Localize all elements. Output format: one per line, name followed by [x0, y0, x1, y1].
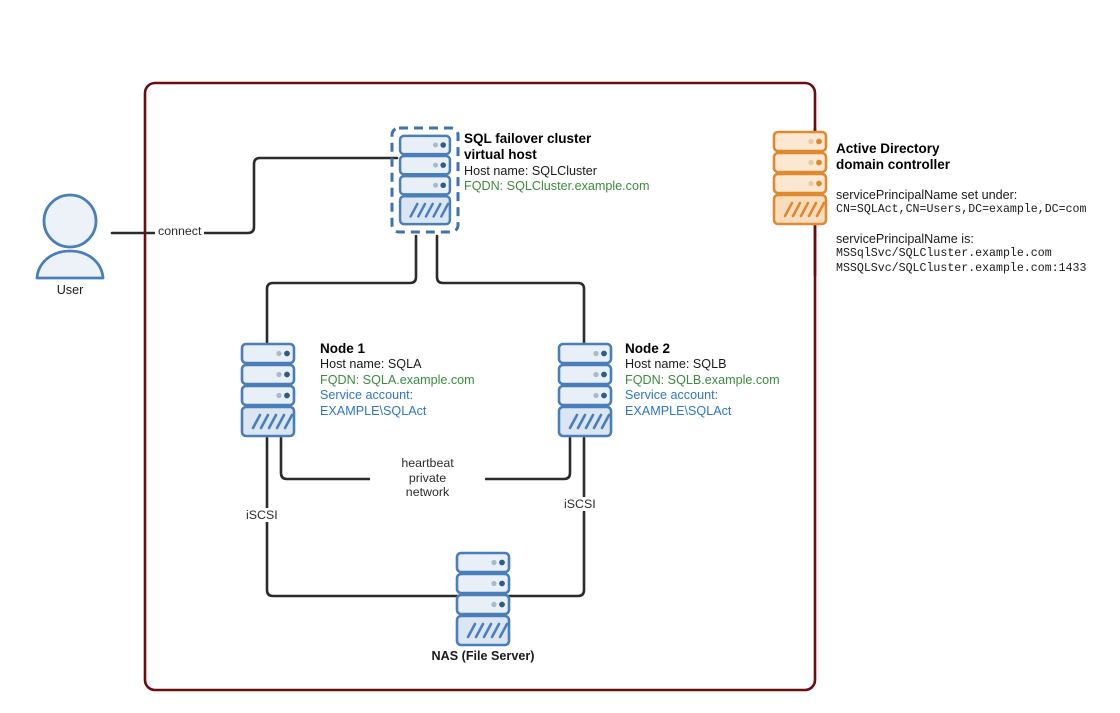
node2-title: Node 2 — [625, 341, 671, 356]
node1-title: Node 1 — [320, 341, 366, 356]
node2-service-account-value: EXAMPLE\SQLAct — [625, 403, 732, 418]
ad-spn-set-under-value: CN=SQLAct,CN=Users,DC=example,DC=com — [836, 203, 1087, 217]
node1-server-icon — [240, 342, 296, 438]
edge-vhost-to-node1 — [265, 234, 418, 357]
edge-label-connect: connect — [155, 224, 205, 238]
virtual-host-fqdn: FQDN: SQLCluster.example.com — [464, 179, 650, 194]
virtual-host-title-line1: SQL failover cluster — [464, 131, 592, 146]
edge-iscsi-node2-nas — [498, 436, 586, 598]
ad-spn-set-under-label: servicePrincipalName set under: — [836, 188, 1018, 202]
ad-spn-under-block: servicePrincipalName set under: CN=SQLAc… — [836, 188, 1086, 218]
heartbeat-line3: network — [405, 485, 450, 500]
nas-server-icon — [455, 551, 511, 647]
virtual-host-dashed-box — [390, 126, 460, 234]
edge-label-heartbeat: heartbeat private network — [370, 456, 485, 500]
ad-title-line2: domain controller — [836, 157, 951, 173]
active-directory-server-icon — [772, 130, 828, 226]
user-icon — [35, 193, 105, 280]
node1-service-account-value: EXAMPLE\SQLAct — [320, 403, 427, 418]
ad-spn-is-block: servicePrincipalName is: MSSqlSvc/SQLClu… — [836, 232, 1086, 276]
heartbeat-line1: heartbeat — [401, 456, 454, 470]
active-directory-labels: Active Directory domain controller — [836, 141, 950, 174]
ad-spn-is-label: servicePrincipalName is: — [836, 232, 974, 246]
node2-server-icon — [557, 342, 613, 438]
nas-caption: NAS (File Server) — [431, 649, 535, 663]
edge-user-to-vhost — [110, 156, 399, 235]
heartbeat-line2: private — [370, 470, 485, 486]
virtual-host-title-line2: virtual host — [464, 147, 537, 163]
virtual-host-labels: SQL failover cluster virtual host Host n… — [464, 131, 649, 195]
node1-labels: Node 1 Host name: SQLA FQDN: SQLA.exampl… — [320, 341, 475, 419]
ad-spn-value-1: MSSqlSvc/SQLCluster.example.com — [836, 247, 1052, 261]
ad-title-line1: Active Directory — [836, 141, 940, 156]
node1-service-account-label: Service account: — [320, 388, 414, 403]
node2-service-account-label: Service account: — [625, 388, 719, 403]
node2-fqdn: FQDN: SQLB.example.com — [625, 372, 780, 387]
node2-hostname: Host name: SQLB — [625, 357, 727, 372]
virtual-host-hostname: Host name: SQLCluster — [464, 163, 597, 178]
ad-spn-value-2: MSSQLSvc/SQLCluster.example.com:1433 — [836, 261, 1087, 275]
virtual-host-server-icon — [398, 134, 452, 226]
node2-labels: Node 2 Host name: SQLB FQDN: SQLB.exampl… — [625, 341, 780, 419]
edge-vhost-to-node2 — [435, 234, 586, 357]
user-caption: User — [56, 283, 84, 297]
node1-hostname: Host name: SQLA — [320, 357, 422, 372]
node1-fqdn: FQDN: SQLA.example.com — [320, 372, 475, 387]
edge-label-iscsi-right: iSCSI — [561, 497, 599, 511]
edge-label-iscsi-left: iSCSI — [243, 508, 281, 522]
